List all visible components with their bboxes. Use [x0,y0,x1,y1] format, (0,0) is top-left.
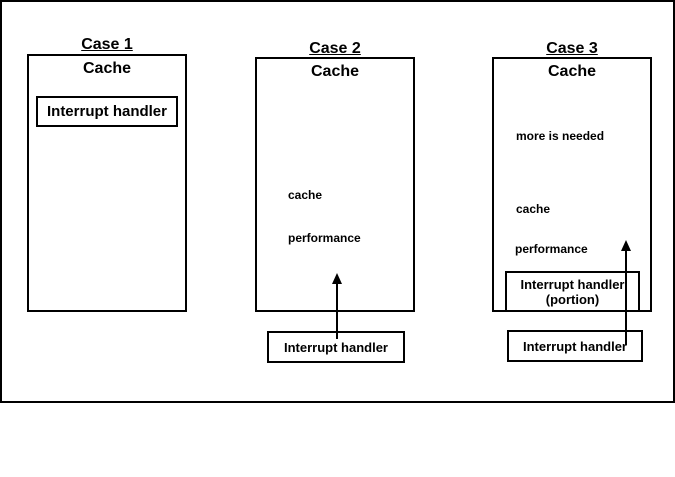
case3-arrow-shaft [625,250,627,345]
case2-external-interrupt-handler-label: Interrupt handler [283,339,388,355]
case1-cache-box: Cache [27,54,187,312]
case3-cache-label: Cache [547,63,597,80]
case2-cache-label: Cache [310,63,360,80]
case3-arrow-up-icon [621,240,631,251]
case1-title: Case 1 [81,36,133,53]
case1-interrupt-handler-label: Interrupt handler [46,103,167,120]
diagram-frame [0,0,675,403]
case3-interrupt-handler-portion-sublabel: (portion) [545,291,600,307]
case3-title: Case 3 [546,40,598,57]
case3-note-cache: cache [516,202,551,216]
case3-external-interrupt-handler-box: Interrupt handler [507,330,643,362]
case2-title: Case 2 [309,40,361,57]
case3-note-performance: performance [515,242,588,256]
case2-cache-box: Cache [255,57,415,312]
case3-interrupt-handler-portion-label: Interrupt handler [520,276,625,292]
case2-note-cache: cache [288,188,323,202]
case1-cache-label: Cache [82,60,132,77]
case3-interrupt-handler-portion-box: Interrupt handler (portion) [505,271,640,312]
case2-arrow-shaft [336,283,338,339]
case2-arrow-up-icon [332,273,342,284]
case2-note-performance: performance [288,231,361,245]
case1-interrupt-handler-box: Interrupt handler [36,96,178,127]
case3-note-more-is-needed: more is needed [516,129,605,143]
case3-external-interrupt-handler-label: Interrupt handler [522,338,627,354]
